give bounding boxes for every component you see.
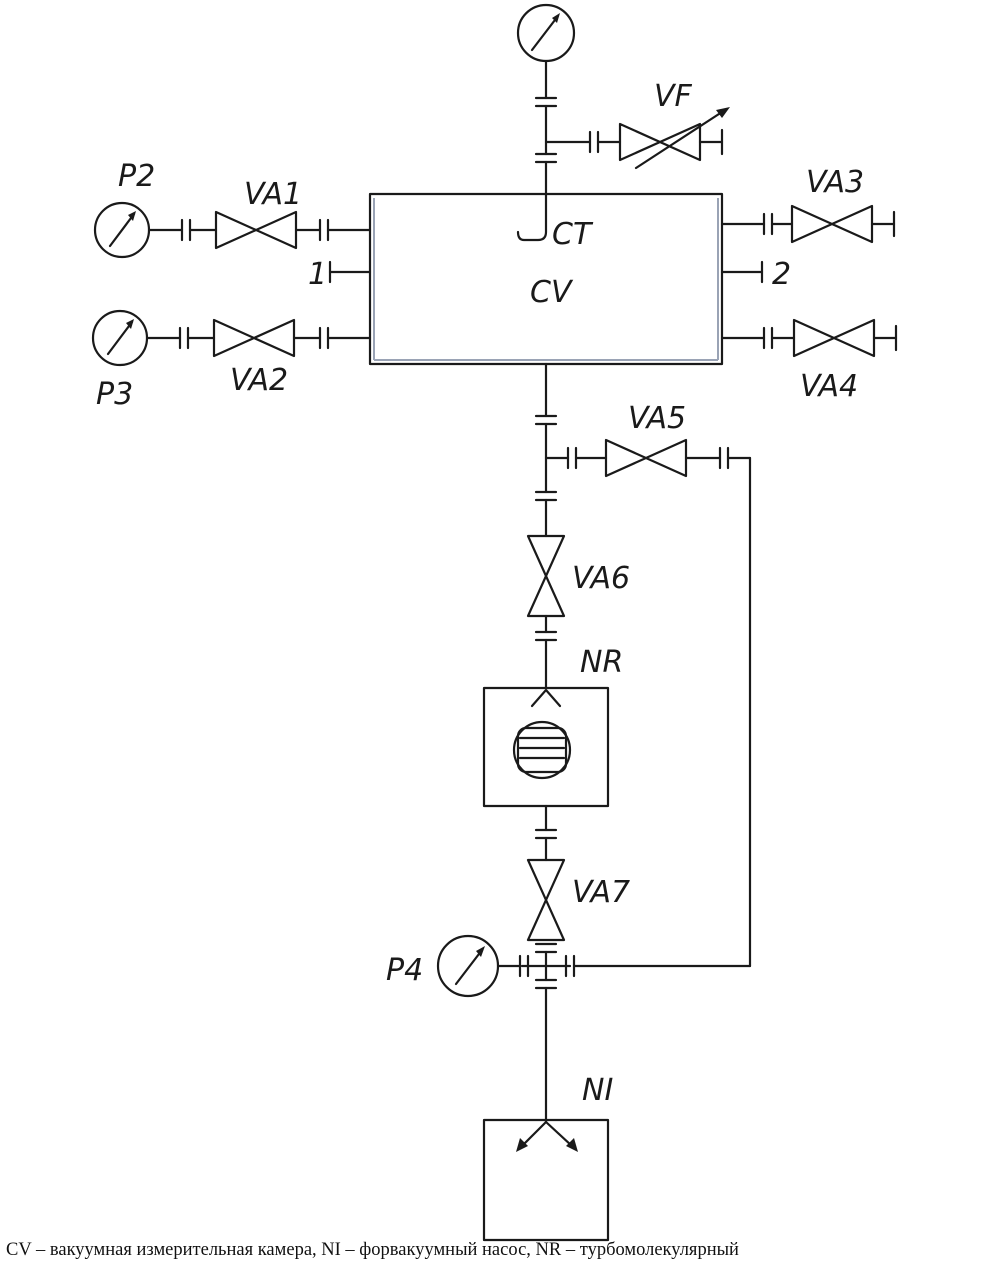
label-port-2: 2 [772, 257, 791, 292]
valve-va7 [526, 858, 566, 942]
label-va1: VA1 [244, 177, 302, 212]
label-port-1: 1 [308, 257, 327, 292]
forevacuum-pump-ni [482, 1118, 610, 1242]
label-nr: NR [580, 645, 623, 680]
label-p3: P3 [96, 377, 133, 412]
diagram-caption: CV – вакуумная измерительная камера, NI … [6, 1240, 739, 1260]
valve-va2 [212, 318, 296, 358]
label-va6: VA6 [572, 561, 630, 596]
valve-va6 [526, 534, 566, 618]
label-ct: CT [552, 217, 594, 252]
label-va4: VA4 [800, 369, 858, 404]
pressure-gauge-p3 [91, 309, 149, 367]
label-p4: P4 [386, 953, 423, 988]
valve-va3 [790, 204, 874, 244]
label-va2: VA2 [230, 363, 288, 398]
valve-va4 [792, 318, 876, 358]
turbomolecular-pump-nr [482, 686, 610, 808]
pressure-gauge-p2 [93, 201, 151, 259]
label-cv: CV [530, 275, 574, 310]
top-pressure-gauge [516, 3, 576, 63]
label-va7: VA7 [572, 875, 630, 910]
label-va3: VA3 [806, 165, 864, 200]
label-vf: VF [654, 79, 693, 114]
vent-valve-vf [618, 107, 730, 170]
valve-va1 [214, 210, 298, 250]
label-va5: VA5 [628, 401, 686, 436]
label-p2: P2 [118, 159, 155, 194]
label-ni: NI [582, 1073, 613, 1108]
pressure-gauge-p4 [436, 934, 522, 998]
ct-probe [516, 192, 548, 242]
valve-va5 [604, 438, 688, 478]
